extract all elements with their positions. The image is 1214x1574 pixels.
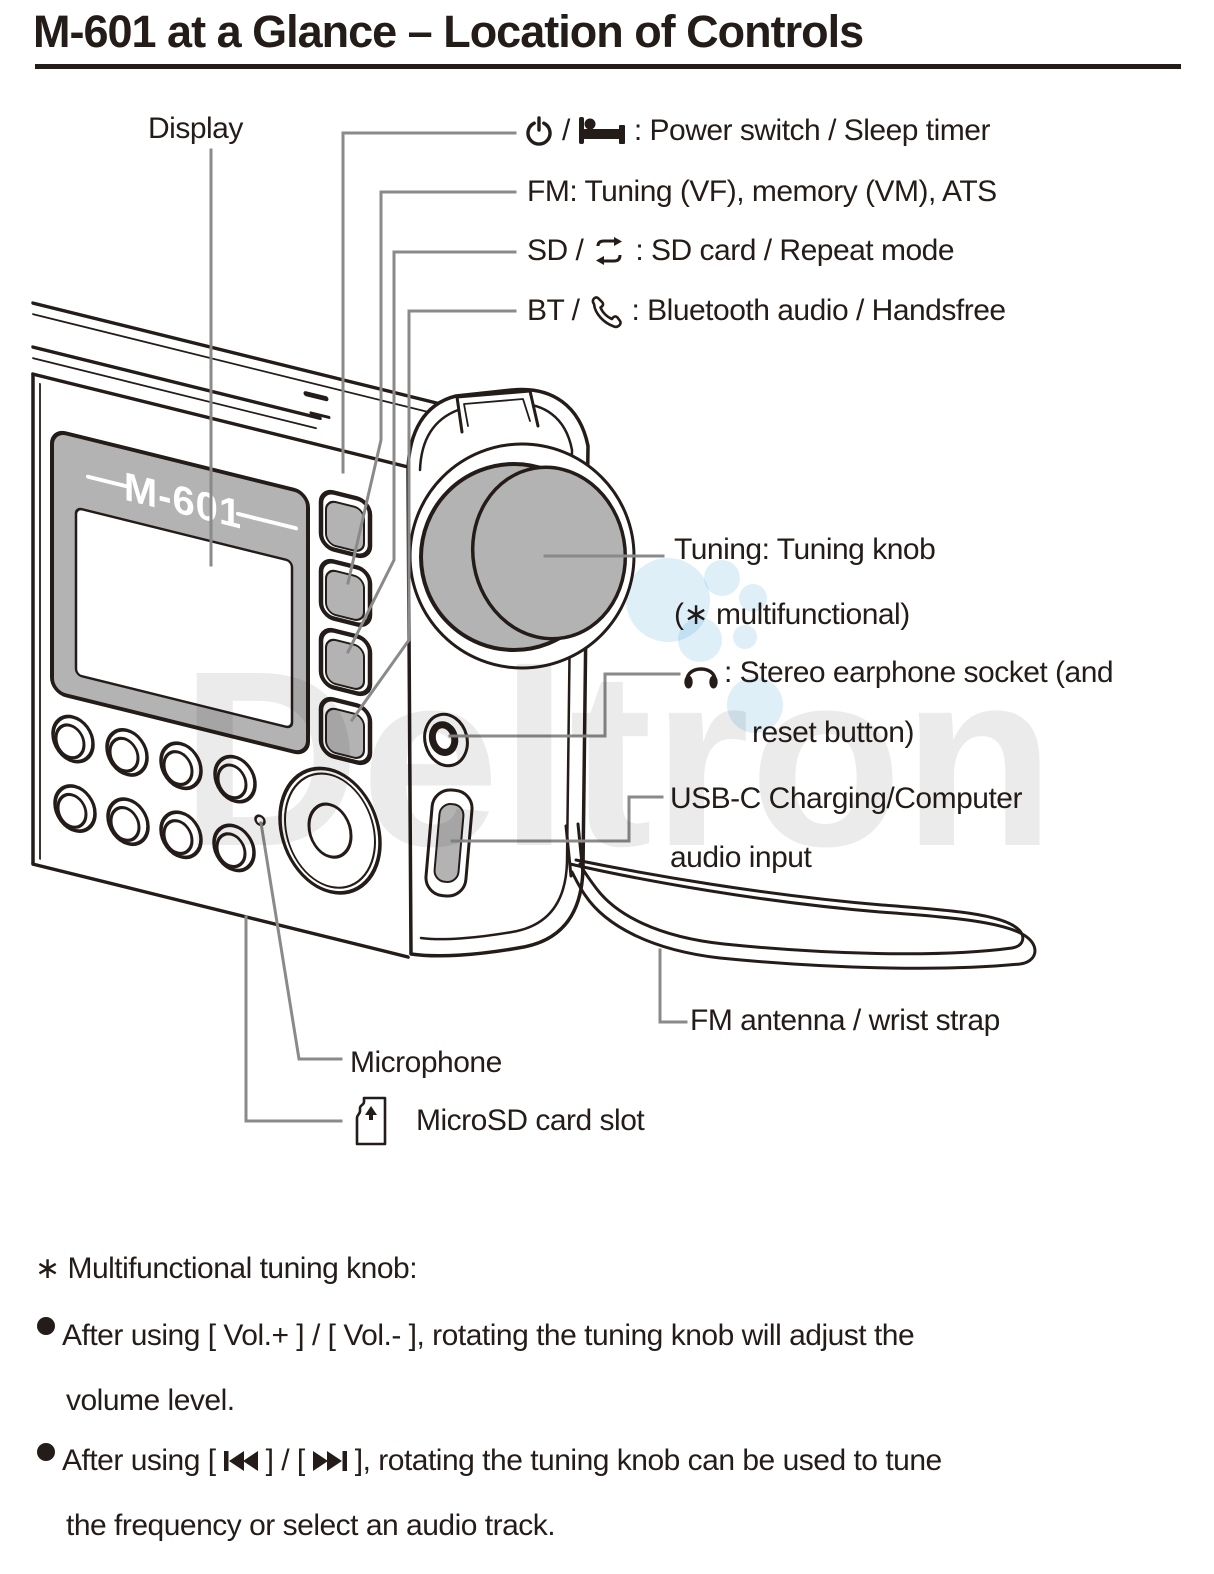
preset-buttons [51,714,257,873]
device-top-edge [31,301,502,421]
callout-power: / : Power switch / Sleep timer [524,114,990,149]
usb-c-port [424,788,474,898]
wrist-strap [564,822,1037,970]
leader-antenna [658,948,688,1024]
footnote-heading: ∗ Multifunctional tuning knob: [35,1252,418,1285]
footnote-bullet2: After using [ ] / [ ], rotating the tuni… [62,1444,942,1477]
footnote-bullet1-line2: volume level. [66,1384,235,1417]
callout-usb-line2: audio input [670,841,812,874]
leader-earphone [448,672,681,738]
preset-button [53,784,97,833]
callout-earphone-note: reset button) [752,716,914,749]
headphones-icon [684,667,718,689]
callout-earphone: : Stereo earphone socket (and [682,655,1114,691]
nav-wheel [278,766,382,895]
leader-microsd [244,915,343,1123]
page-title: M-601 at a Glance – Location of Controls [33,6,864,57]
preset-button [159,810,203,860]
bullet-icon [37,1317,55,1335]
callout-display: Display [148,112,243,145]
display-panel: M-601 [50,430,310,755]
leader-usb [450,795,664,843]
function-buttons [318,489,373,766]
leader-microphone [259,821,343,1061]
sd-button [318,627,373,697]
callout-microsd: MicroSD card slot [352,1096,645,1146]
callout-usb: USB-C Charging/Computer [670,782,1022,815]
power-icon [526,116,552,147]
leader-bt [349,309,517,723]
callout-tuning: Tuning: Tuning knob [674,533,936,566]
leader-sd [345,250,517,655]
callout-sd: SD / : SD card / Repeat mode [527,234,955,267]
microsd-icon [355,1096,387,1146]
bullet-icon [37,1443,55,1461]
handsfree-icon [592,296,623,329]
callout-antenna: FM antenna / wrist strap [690,1004,1000,1037]
leader-power [341,131,517,474]
preset-button [213,754,257,804]
preset-button [159,741,203,791]
preset-button [105,728,149,777]
device-bottom-edge [31,862,410,959]
next-track-icon [312,1451,347,1472]
preset-button [51,714,95,764]
display-screen [74,507,294,729]
callout-bt: BT / : Bluetooth audio / Handsfree [527,293,1006,329]
preset-button [212,823,256,873]
fm-button [318,558,373,628]
footnote-bullet2-line2: the frequency or select an audio track. [66,1509,556,1542]
callout-fm: FM: Tuning (VF), memory (VM), ATS [527,175,997,208]
title-rule [35,64,1181,69]
previous-track-icon [223,1451,258,1472]
power-button [318,489,373,559]
preset-button [106,797,150,847]
sleep-timer-icon [578,117,625,145]
repeat-icon [596,237,623,266]
bt-button [318,696,373,766]
callout-microphone: Microphone [350,1046,502,1079]
leader-fm [346,190,517,585]
footnote-bullet1: After using [ Vol.+ ] / [ Vol.- ], rotat… [62,1319,915,1352]
callout-tuning-note: (∗ multifunctional) [674,598,910,631]
device-front-face: M-601 [31,301,502,959]
top-cap [455,389,540,434]
